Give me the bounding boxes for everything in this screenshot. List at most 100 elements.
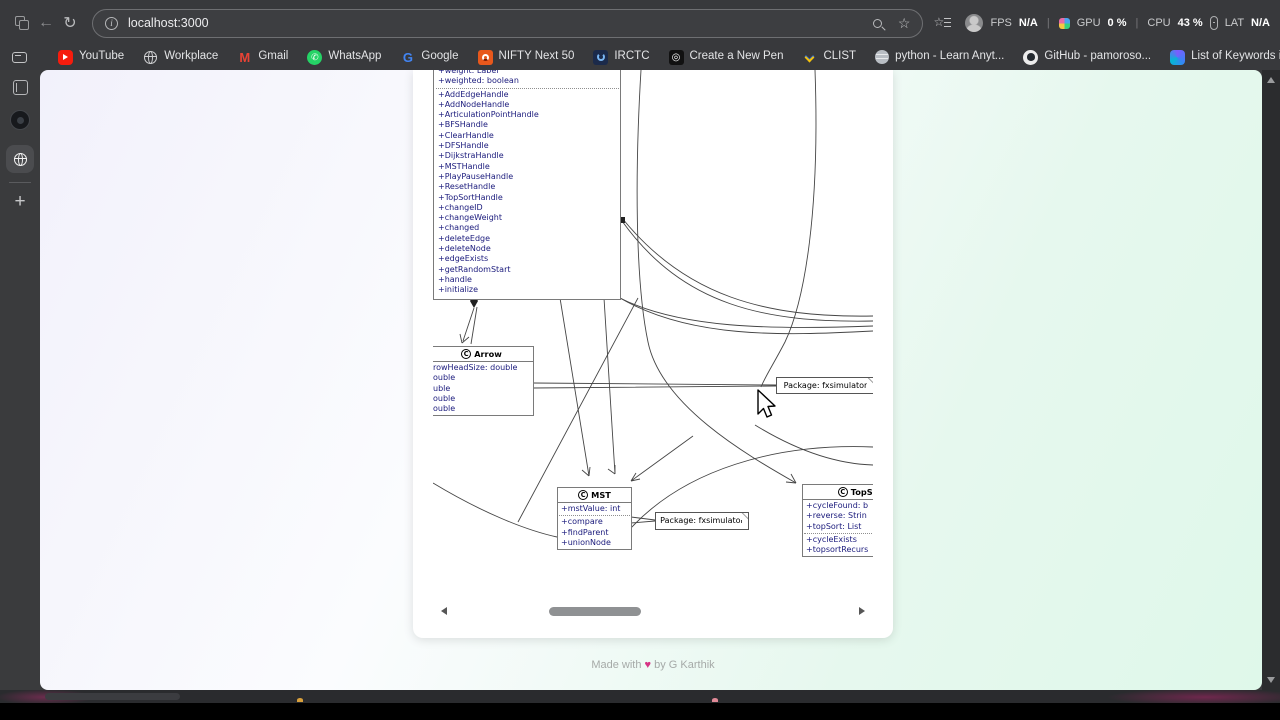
- bookmark-python[interactable]: python - Learn Anyt...: [875, 50, 1004, 64]
- bookmark-gmail[interactable]: M Gmail: [237, 50, 288, 65]
- taskbar: [0, 703, 1280, 720]
- refresh-icon: ↻: [63, 15, 77, 32]
- planet-icon: [875, 50, 890, 64]
- github-tab-icon[interactable]: [10, 110, 30, 130]
- uml-method: +TopSortHandle: [438, 192, 503, 202]
- uml-method: +compare: [561, 517, 603, 527]
- scroll-left-icon[interactable]: [437, 607, 447, 615]
- cpu-label: CPU: [1147, 17, 1171, 29]
- bookmark-label: GitHub - pamoroso...: [1044, 50, 1152, 63]
- footer-suffix: by G Karthik: [654, 659, 715, 671]
- bookmark-github[interactable]: GitHub - pamoroso...: [1023, 49, 1152, 65]
- taskbar-indicator-yellow: [297, 698, 303, 702]
- class-name: MST: [591, 490, 611, 500]
- page-scrollbar[interactable]: [1262, 70, 1280, 690]
- tab-center-icon: [12, 51, 27, 63]
- bookmark-whatsapp[interactable]: ✆ WhatsApp: [307, 49, 382, 65]
- zoom-search-icon[interactable]: [872, 18, 882, 28]
- whatsapp-icon: ✆: [307, 49, 323, 65]
- footer-prefix: Made with: [591, 659, 642, 671]
- class-name: Arrow: [474, 349, 502, 359]
- diagram-card: +weight: Label +weighted: boolean +AddEd…: [413, 70, 893, 638]
- gpu-label: GPU: [1076, 17, 1101, 29]
- uml-method: +BFSHandle: [438, 120, 488, 130]
- sidebar-divider: [9, 182, 31, 183]
- diagram-canvas[interactable]: +weight: Label +weighted: boolean +AddEd…: [433, 70, 873, 603]
- bookmark-label: Create a New Pen: [689, 50, 784, 63]
- page-content: +weight: Label +weighted: boolean +AddEd…: [40, 70, 1262, 690]
- bookmark-irctc[interactable]: IRCTC: [593, 49, 650, 65]
- uml-attribute: +topSort: List: [806, 521, 862, 531]
- class-icon: C: [578, 490, 589, 500]
- uml-attribute: ouble: [433, 373, 456, 383]
- new-tab-button[interactable]: +: [14, 191, 26, 212]
- bookmark-workplace[interactable]: Workplace: [143, 50, 218, 65]
- page-footer: Made with ♥ by G Karthik: [413, 659, 893, 671]
- favorite-star-icon[interactable]: ☆: [897, 15, 911, 31]
- workspaces-icon[interactable]: [10, 11, 34, 35]
- uml-method: +DijkstraHandle: [438, 151, 504, 161]
- codepen-icon: ◎: [668, 49, 684, 65]
- scroll-up-icon[interactable]: [1267, 73, 1275, 83]
- vertical-tabs-icon[interactable]: [12, 80, 28, 95]
- uml-method: +topsortRecurs: [806, 545, 869, 555]
- bookmark-google[interactable]: G Google: [400, 50, 459, 65]
- horizontal-scrollbar-thumb[interactable]: [549, 607, 641, 616]
- avatar[interactable]: [965, 14, 984, 32]
- latency-pin-icon: [1209, 16, 1218, 30]
- bookmark-label: python - Learn Anyt...: [895, 50, 1005, 63]
- url-text[interactable]: localhost:3000: [128, 16, 209, 30]
- uml-method: +DFSHandle: [438, 141, 489, 151]
- topsort-class-box[interactable]: C TopSo +cycleFound: b +reverse: Strin +…: [802, 484, 873, 558]
- uml-attribute: +weighted: boolean: [438, 76, 519, 86]
- bookmark-label: WhatsApp: [328, 50, 382, 63]
- package-note[interactable]: Package: fxsimulator: [655, 512, 749, 530]
- class-icon: C: [461, 349, 472, 359]
- uml-method: +ArticulationPointHandle: [438, 110, 539, 120]
- taskbar-indicator-pink: [712, 698, 718, 702]
- gpu-value: 0 %: [1107, 17, 1127, 29]
- address-bar[interactable]: i localhost:3000 ☆: [92, 8, 924, 38]
- scroll-right-icon[interactable]: [859, 607, 869, 615]
- favlist-star-glyph: ☆: [933, 15, 945, 29]
- uml-method: +deleteNode: [438, 244, 491, 254]
- favorites-list-icon[interactable]: ☆: [933, 15, 952, 31]
- uml-method: +AddEdgeHandle: [438, 89, 509, 99]
- back-button[interactable]: ←: [34, 11, 58, 35]
- github-icon: [1023, 49, 1039, 65]
- uml-method: +ResetHandle: [438, 182, 496, 192]
- clist-icon: [802, 50, 817, 65]
- bookmark-label: CLIST: [823, 50, 857, 63]
- uml-method: +MSTHandle: [438, 161, 490, 171]
- scroll-down-icon[interactable]: [1267, 677, 1275, 687]
- bookmark-keywords[interactable]: List of Keywords in...: [1170, 49, 1280, 65]
- class-name: TopSo: [850, 487, 873, 497]
- package-note[interactable]: Package: fxsimulator: [776, 377, 873, 394]
- uml-method: +PlayPauseHandle: [438, 171, 514, 181]
- bookmark-label: List of Keywords in...: [1191, 50, 1280, 63]
- active-tab-localhost[interactable]: [6, 145, 34, 173]
- bookmark-clist[interactable]: CLIST: [802, 50, 856, 65]
- irctc-icon: [593, 49, 609, 65]
- composition-square: [619, 217, 625, 223]
- taskbar-pill: [45, 693, 180, 700]
- bookmark-youtube[interactable]: YouTube: [58, 49, 124, 65]
- cpu-value: 43 %: [1177, 17, 1203, 29]
- nifty-icon: [477, 49, 493, 65]
- bookmark-label: IRCTC: [614, 50, 650, 63]
- class-icon: C: [837, 487, 848, 497]
- lat-value: N/A: [1251, 17, 1270, 29]
- uml-attribute: +weight: Label: [438, 70, 499, 75]
- mouse-cursor: [757, 389, 776, 418]
- mst-class-box[interactable]: C MST +mstValue: int +compare +findParen…: [557, 487, 632, 551]
- uml-attribute: ouble: [433, 393, 456, 403]
- bookmark-label: NIFTY Next 50: [498, 50, 575, 63]
- site-info-icon[interactable]: i: [105, 16, 118, 30]
- refresh-button[interactable]: ↻: [58, 11, 82, 35]
- graph-class-box[interactable]: +weight: Label +weighted: boolean +AddEd…: [433, 70, 621, 300]
- tab-actions-button[interactable]: [12, 51, 27, 63]
- arrow-class-box[interactable]: C Arrow rowHeadSize: double ouble uble o…: [433, 346, 534, 417]
- bookmark-codepen[interactable]: ◎ Create a New Pen: [668, 49, 784, 65]
- bookmark-nifty[interactable]: NIFTY Next 50: [477, 49, 575, 65]
- gmail-icon: M: [239, 49, 251, 65]
